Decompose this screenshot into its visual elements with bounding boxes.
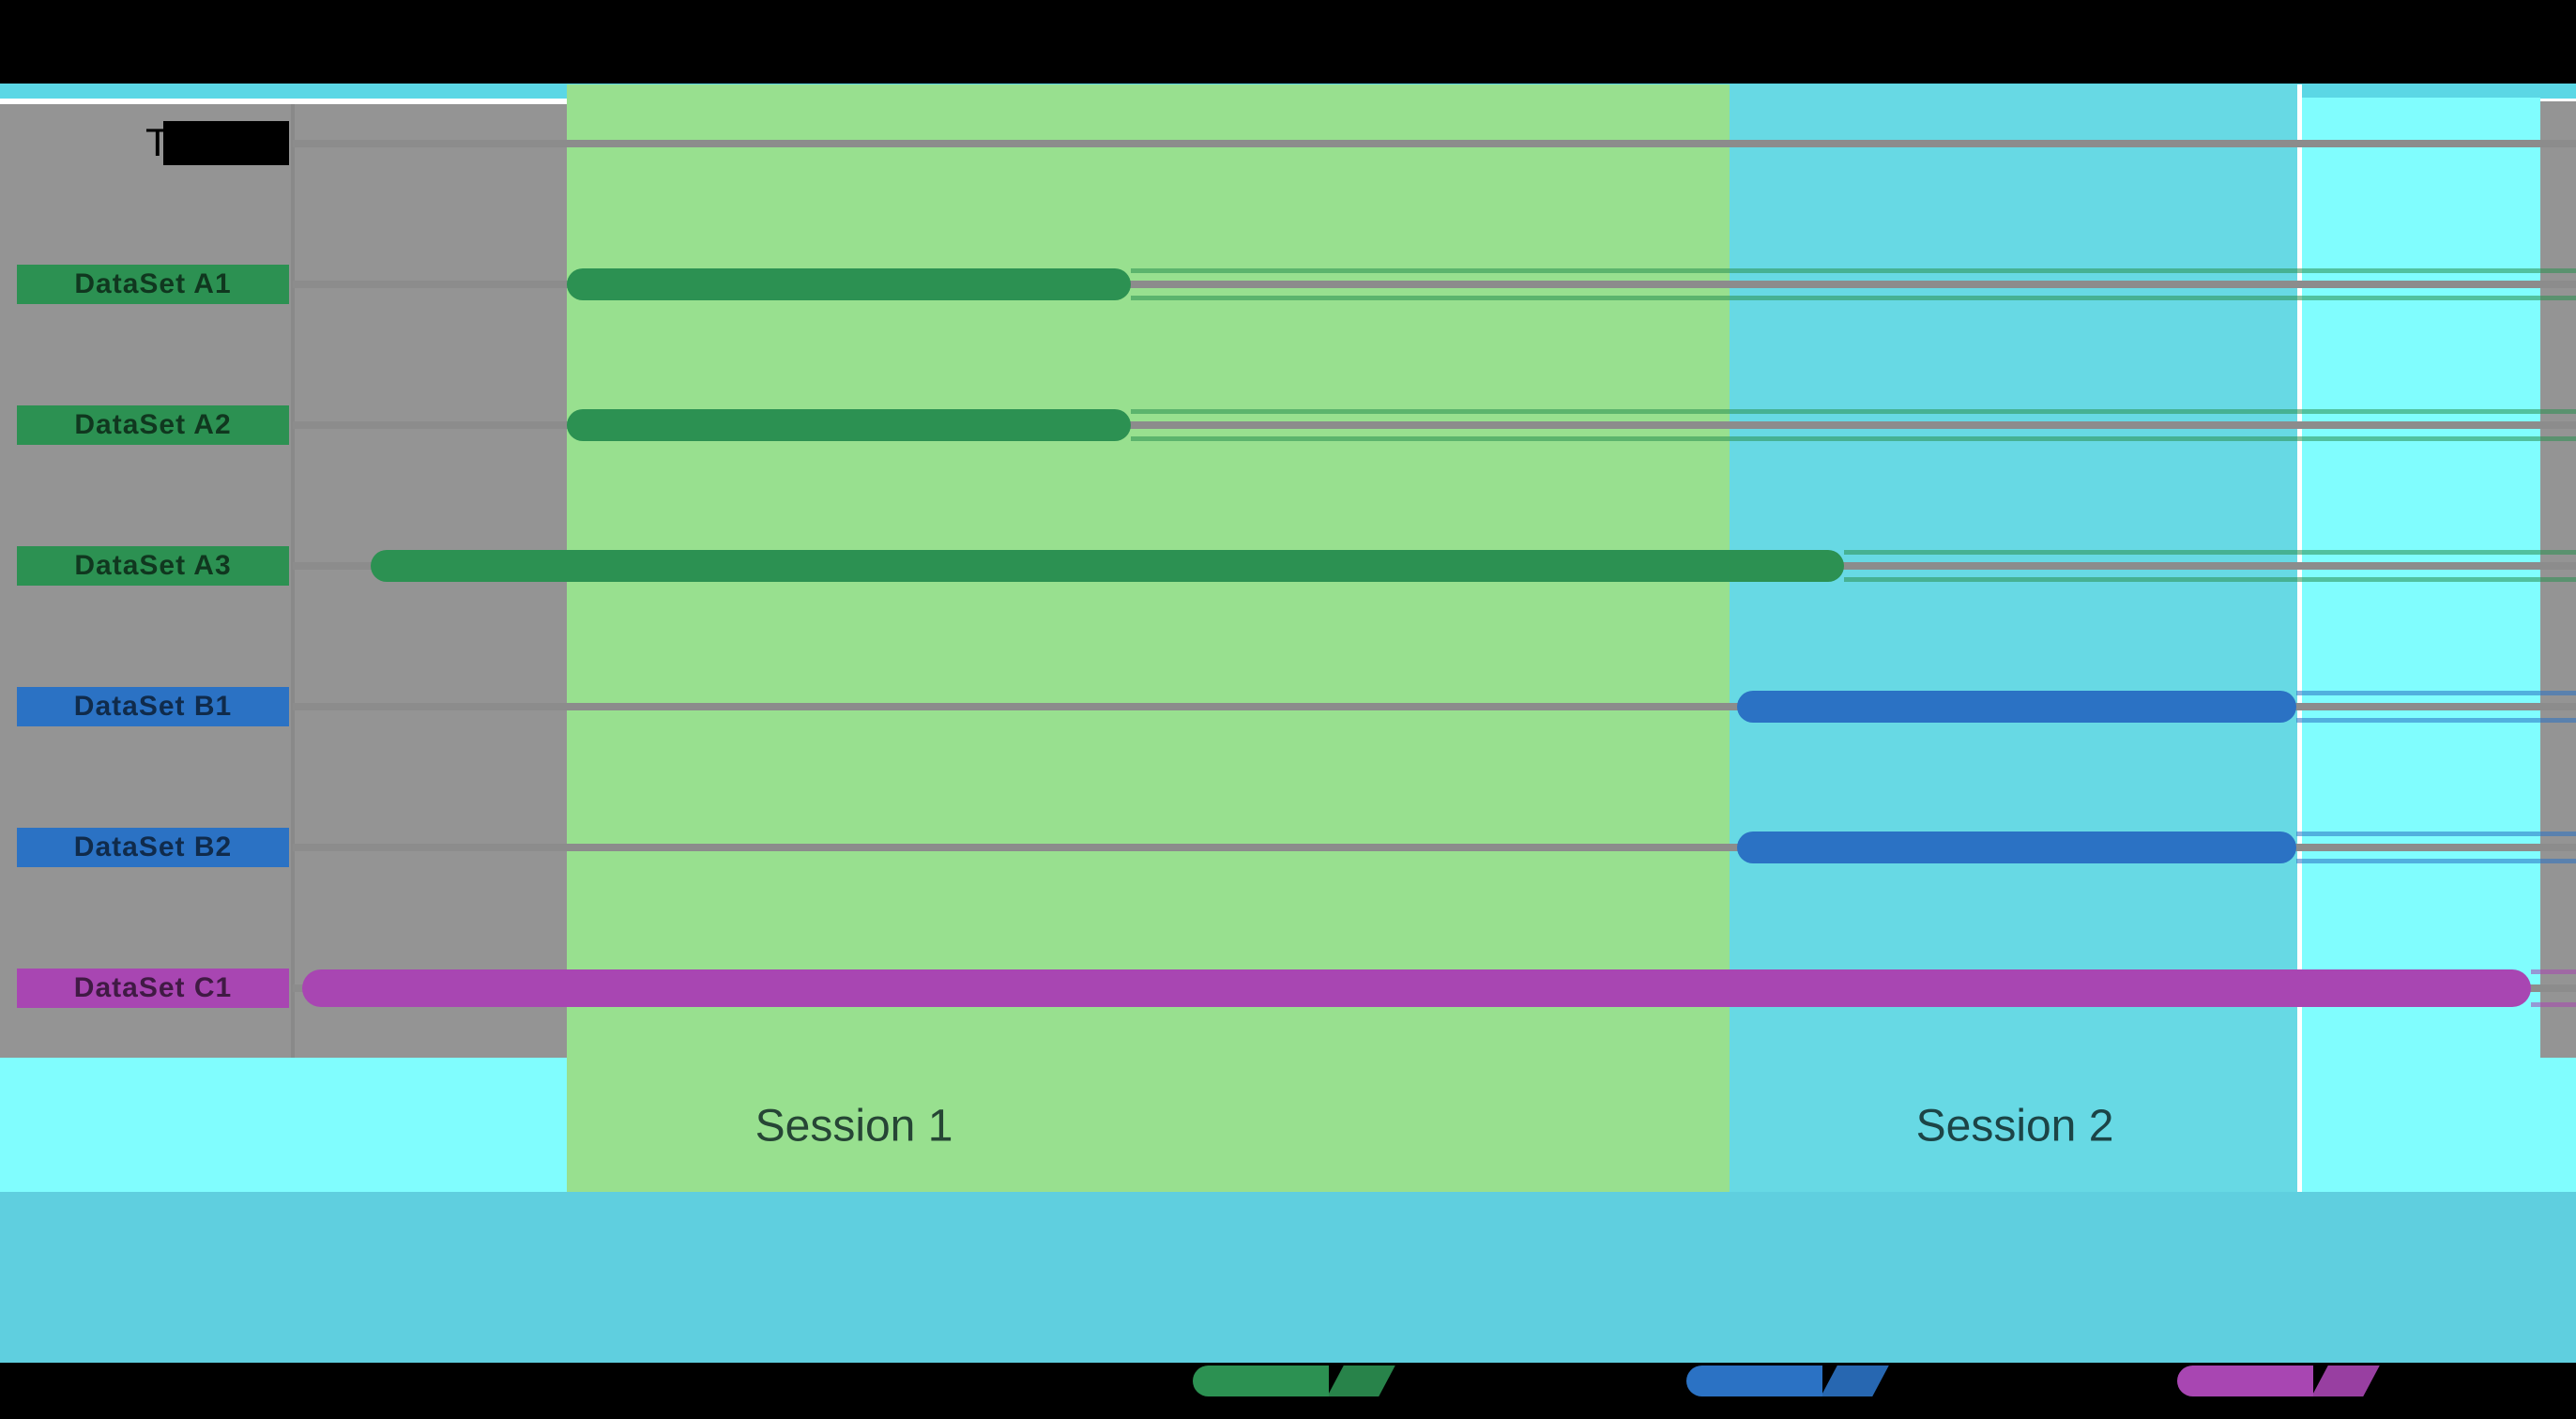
- task-label: DataSet C1: [17, 969, 289, 1008]
- task-remainder-track: [2296, 691, 2576, 723]
- task-bar: [567, 268, 1131, 300]
- session1-panel: [567, 84, 1730, 1192]
- legend-pill-blue: [1686, 1366, 1822, 1396]
- task-remainder-track: [2296, 832, 2576, 863]
- panel-divider: [2297, 84, 2302, 1192]
- task-remainder-track: [1131, 268, 2576, 300]
- legend-slant-green: [1327, 1366, 1395, 1396]
- top-black-band: [0, 0, 2576, 84]
- task-remainder-track: [2531, 969, 2576, 1007]
- session2-panel: [1730, 84, 2297, 1192]
- session1-label: Session 1: [755, 1101, 953, 1152]
- task-bar: [567, 409, 1131, 441]
- session2-label: Session 2: [1915, 1101, 2114, 1152]
- task-bar: [302, 969, 2531, 1007]
- task-label: DataSet A1: [17, 265, 289, 304]
- legend-swatch-green: [1193, 1366, 1395, 1396]
- task-label: DataSet A3: [17, 546, 289, 586]
- task-remainder-track: [1131, 409, 2576, 441]
- y-axis-line: [291, 104, 295, 1058]
- task-label: DataSet A2: [17, 405, 289, 445]
- legend-pill-purple: [2177, 1366, 2313, 1396]
- legend-swatch-blue: [1686, 1366, 1889, 1396]
- legend-pill-green: [1193, 1366, 1329, 1396]
- task-bar: [1737, 691, 2296, 723]
- task-bar: [371, 550, 1844, 582]
- row-gridline: [293, 281, 2576, 288]
- legend-swatch-purple: [2177, 1366, 2380, 1396]
- task-remainder-track: [1844, 550, 2576, 582]
- title-redaction-box: [163, 121, 289, 165]
- bottom-teal-strip: [0, 1192, 2576, 1363]
- row-gridline: [293, 421, 2576, 429]
- row-gridline: [293, 844, 2576, 851]
- task-bar: [1737, 832, 2296, 863]
- task-label: DataSet B1: [17, 687, 289, 726]
- row-gridline: [293, 140, 2576, 147]
- row-gridline: [293, 703, 2576, 710]
- task-label: DataSet B2: [17, 828, 289, 867]
- legend-slant-purple: [2311, 1366, 2380, 1396]
- legend-slant-blue: [1821, 1366, 1889, 1396]
- right-bright-cyan-column: [2302, 98, 2540, 1192]
